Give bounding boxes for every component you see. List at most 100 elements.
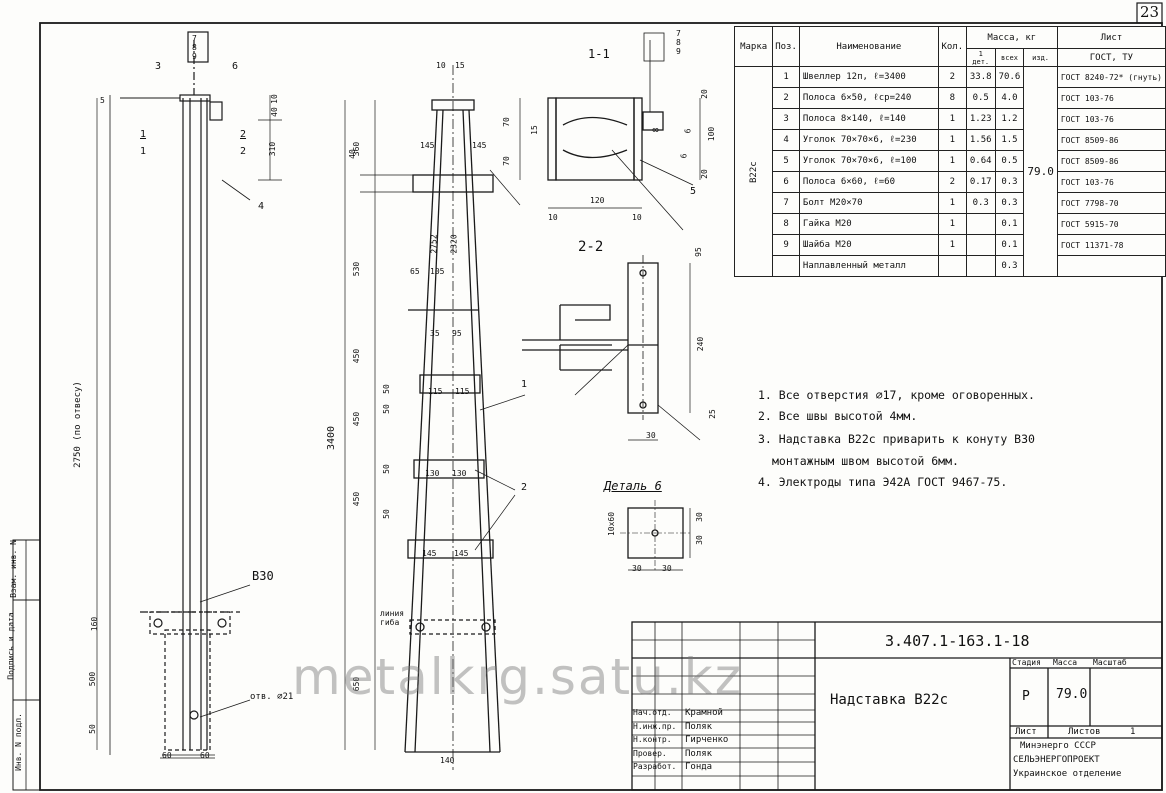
bom-qty: 2	[937, 171, 967, 193]
section-1-1-label: 1-1	[588, 47, 610, 61]
signature-name: Гонда	[685, 762, 713, 772]
bom-pos: 6	[772, 171, 800, 193]
dimension-label: 95	[452, 329, 462, 338]
sheet-header: Лист	[1015, 727, 1037, 737]
section-2-2-label: 2-2	[578, 239, 604, 255]
org-line-2: СЕЛЬЭНЕРГОПРОЕКТ	[1013, 755, 1100, 765]
cut-1-1-a: 1	[140, 129, 147, 140]
bom-mass-one: 33.8	[965, 66, 996, 88]
bom-qty: 1	[937, 108, 967, 130]
bom-name: Болт М20×70	[798, 192, 939, 214]
bom-header-mark: Марка	[733, 26, 774, 67]
drawing-title: Надставка В22с	[830, 692, 949, 708]
dimension-label: 70	[501, 156, 511, 166]
bom-header-gost: ГОСТ, ТУ	[1056, 48, 1166, 67]
bom-header-mall: всех	[994, 48, 1025, 67]
dim-total-left: 2750 (по отвесу)	[72, 381, 83, 468]
dimension-label: 50	[381, 404, 391, 414]
bom-header-sheet: Лист	[1056, 26, 1166, 49]
signature-role: Разработ.	[633, 762, 677, 771]
bom-pos: 8	[772, 213, 800, 235]
callout-1: 1	[521, 379, 528, 390]
callout-5: 5	[690, 186, 697, 197]
signature-role: Нач.отд.	[633, 708, 672, 717]
dimension-label: 30	[694, 535, 704, 545]
bom-pos: 2	[772, 87, 800, 109]
dimension-label: 2320	[449, 234, 459, 254]
bom-name: Уголок 70×70×6, ℓ=230	[798, 129, 939, 151]
dimension-label: 30	[662, 564, 672, 573]
sheets-header: Листов	[1068, 727, 1101, 737]
detail-6-label: Деталь 6	[604, 479, 662, 493]
dimension-label: 25	[707, 409, 717, 419]
bom-pos: 5	[772, 150, 800, 172]
bom-mass-one: 1.56	[965, 129, 996, 151]
doc-code: 3.407.1-163.1-18	[885, 632, 1030, 650]
pos-8-s11: 8	[676, 38, 681, 47]
bom-header-m1: 1 дет.	[965, 48, 996, 67]
label-bend-line: линия гиба	[380, 609, 405, 627]
bom-header-mass: Масса, кг	[965, 26, 1058, 49]
dimension-label: 160	[90, 616, 100, 632]
bom-pos: 4	[772, 129, 800, 151]
bom-mass-one	[965, 213, 996, 235]
org-line-1: Минэнерго СССР	[1020, 741, 1096, 751]
pos-7-s11: 7	[676, 29, 681, 38]
bom-qty: 8	[937, 87, 967, 109]
scale-header: Масштаб	[1093, 658, 1127, 667]
bom-pos: 1	[772, 66, 800, 88]
dimension-label: 10х60	[607, 511, 617, 537]
side-stamp-inv: Инв. N подл.	[13, 713, 23, 771]
bom-mass-one	[965, 255, 996, 277]
stage-value: Р	[1022, 689, 1030, 704]
note-3: 3. Надставка В22с приварить к конуту В30	[758, 432, 1035, 446]
dimension-label: 60	[200, 751, 210, 760]
bom-qty: 1	[937, 234, 967, 256]
bom-mass-all: 1.5	[994, 129, 1025, 151]
bom-header-qty: Кол.	[937, 26, 967, 67]
bom-gost	[1056, 255, 1166, 277]
note-4: 4. Электроды типа Э42А ГОСТ 9467-75.	[758, 475, 1008, 489]
label-b30: В30	[252, 569, 274, 583]
dimension-label: 50	[87, 724, 97, 734]
bom-mass-all: 0.3	[994, 192, 1025, 214]
bom-name: Наплавленный металл	[798, 255, 939, 277]
dimension-label: 120	[590, 196, 605, 205]
dimension-label: 450	[352, 411, 362, 427]
bom-qty: 1	[937, 213, 967, 235]
dimension-label: 10	[548, 213, 558, 222]
bom-mass-all: 4.0	[994, 87, 1025, 109]
dimension-label: 50	[381, 509, 391, 519]
bom-gost: ГОСТ 8240-72* (гнуть)	[1056, 66, 1166, 88]
bom-mass-all: 0.1	[994, 213, 1025, 235]
bom-gost: ГОСТ 103-76	[1056, 87, 1166, 109]
dimension-label: 145	[422, 549, 437, 558]
bom-mass-all: 0.1	[994, 234, 1025, 256]
bom-gost: ГОСТ 7798-70	[1056, 192, 1166, 214]
bom-gost: ГОСТ 8509-86	[1056, 129, 1166, 151]
bom-header-mprod: изд.	[1023, 48, 1058, 67]
bom-mass-one: 1.23	[965, 108, 996, 130]
signature-role: Н.контр.	[633, 735, 672, 744]
dimension-label: 40	[347, 149, 357, 159]
signature-name: Поляк	[685, 721, 713, 732]
callout-4: 4	[258, 201, 265, 212]
dimension-label: 130	[452, 469, 467, 478]
dimension-label: 2752	[429, 234, 439, 254]
dimension-label: 500	[88, 671, 98, 687]
bom-mass-one	[965, 234, 996, 256]
side-stamp-sign: Подпись и дата	[6, 612, 16, 680]
dimension-label: 140	[440, 756, 455, 765]
mass-value: 79.0	[1056, 687, 1088, 702]
org-line-3: Украинское отделение	[1013, 769, 1122, 779]
bom-gost: ГОСТ 11371-78	[1056, 234, 1166, 256]
signature-role: Провер.	[633, 748, 667, 758]
